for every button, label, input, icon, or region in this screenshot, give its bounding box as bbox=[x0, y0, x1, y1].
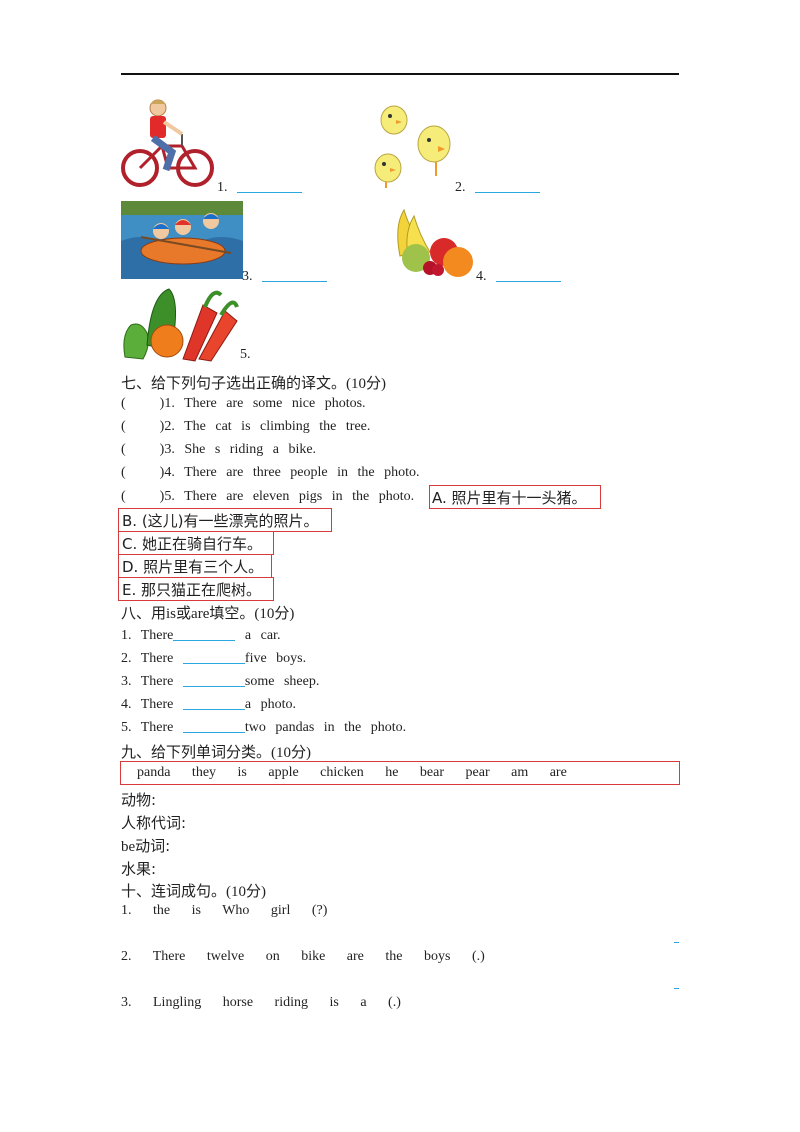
item-prefix: There bbox=[140, 628, 174, 643]
section-9-score: (10分) bbox=[271, 745, 312, 761]
sentence-item-1: 1. the is Who girl (?) bbox=[121, 903, 328, 918]
option-d: D. 照片里有三个人。 bbox=[122, 558, 264, 576]
answer-blank-1[interactable] bbox=[237, 178, 302, 193]
question-7-1: ( )1. There are some nice photos. bbox=[121, 396, 366, 412]
section-8-word-is: is bbox=[166, 606, 177, 622]
fill-blank-1[interactable] bbox=[173, 626, 236, 641]
section-9-title: 九、给下列单词分类。 bbox=[121, 743, 272, 761]
question-7-4: ( )4. There are three people in the photo… bbox=[121, 465, 420, 481]
section-7-heading: 七、给下列句子选出正确的译文。(10分) bbox=[121, 372, 386, 393]
section-8-score: (10分) bbox=[254, 606, 295, 622]
item-suffix: two pandas in the photo. bbox=[244, 720, 407, 735]
category-be-prefix: be bbox=[121, 839, 136, 855]
sentence-item-2: 2. There twelve on bike are the boys (.) bbox=[121, 949, 485, 964]
fill-item-4: 4. There a photo. bbox=[121, 695, 296, 713]
picture-2-number: 2. bbox=[455, 180, 466, 195]
sentence-item-3: 3. Lingling horse riding is a (.) bbox=[121, 995, 401, 1010]
item-suffix: a photo. bbox=[244, 697, 297, 712]
item-suffix: a car. bbox=[244, 628, 281, 643]
item-suffix: five boys. bbox=[244, 651, 307, 666]
section-8-word-or: 或 bbox=[176, 604, 192, 622]
section-7-title: 七、给下列句子选出正确的译文。 bbox=[121, 374, 347, 392]
fill-blank-4[interactable] bbox=[182, 695, 245, 710]
item-number: 1. bbox=[121, 628, 132, 643]
question-text: There are eleven pigs in the photo. bbox=[184, 489, 415, 504]
option-c: C. 她正在骑自行车。 bbox=[122, 535, 263, 553]
option-e-box bbox=[118, 577, 274, 601]
fill-item-5: 5. There two pandas in the photo. bbox=[121, 718, 406, 736]
picture-1-number: 1. bbox=[217, 180, 228, 195]
fill-item-2: 2. There five boys. bbox=[121, 649, 306, 667]
picture-3-number: 3. bbox=[242, 269, 253, 284]
question-7-3: ( )3. She s riding a bike. bbox=[121, 442, 316, 458]
fill-blank-3[interactable] bbox=[182, 672, 245, 687]
item-prefix: There bbox=[140, 697, 174, 712]
section-8-title: 八、用 bbox=[121, 604, 167, 622]
kids-rafting-illustration bbox=[121, 201, 243, 279]
question-text: There are three people in the photo. bbox=[184, 465, 420, 480]
answer-blank-4[interactable] bbox=[496, 267, 561, 282]
word-bank: panda they is apple chicken he bear pear… bbox=[137, 765, 567, 780]
answer-line-mark-1 bbox=[674, 942, 679, 943]
item-number: 2. bbox=[121, 651, 132, 666]
question-number: )3. bbox=[159, 442, 175, 457]
paren-open: ( bbox=[121, 465, 126, 480]
question-text: She s riding a bike. bbox=[184, 442, 317, 457]
question-number: )1. bbox=[159, 396, 175, 411]
question-number: )4. bbox=[159, 465, 175, 480]
option-a: A. 照片里有十一头猪。 bbox=[432, 489, 587, 507]
question-number: )2. bbox=[159, 419, 175, 434]
paren-open: ( bbox=[121, 489, 126, 504]
section-9-heading: 九、给下列单词分类。(10分) bbox=[121, 741, 311, 762]
category-be-label: 动词: bbox=[135, 837, 171, 855]
section-8-title-end: 填空。 bbox=[209, 604, 255, 622]
question-number: )5. bbox=[159, 489, 175, 504]
item-number: 3. bbox=[121, 674, 132, 689]
section-7-score: (10分) bbox=[346, 376, 387, 392]
question-7-5: ( )5. There are eleven pigs in the photo. bbox=[121, 489, 414, 505]
category-animals: 动物: bbox=[121, 791, 157, 809]
paren-open: ( bbox=[121, 442, 126, 457]
fruit-illustration bbox=[397, 208, 473, 277]
option-b: B. (这儿)有一些漂亮的照片。 bbox=[122, 512, 319, 530]
answer-blank-2[interactable] bbox=[475, 178, 540, 193]
fill-item-3: 3. There some sheep. bbox=[121, 672, 319, 690]
answer-line-mark-2 bbox=[674, 988, 679, 989]
answer-blank-3[interactable] bbox=[262, 267, 327, 282]
question-text: The cat is climbing the tree. bbox=[184, 419, 371, 434]
chicks-illustration bbox=[374, 105, 451, 188]
item-prefix: There bbox=[140, 651, 174, 666]
category-pronouns: 人称代词: bbox=[121, 814, 187, 832]
section-8-heading: 八、用is或are填空。(10分) bbox=[121, 602, 294, 623]
paren-open: ( bbox=[121, 396, 126, 411]
word-bank-box bbox=[120, 761, 680, 785]
item-prefix: There bbox=[140, 720, 174, 735]
category-fruit: 水果: bbox=[121, 860, 157, 878]
fill-blank-5[interactable] bbox=[182, 718, 245, 733]
item-number: 4. bbox=[121, 697, 132, 712]
question-7-2: ( )2. The cat is climbing the tree. bbox=[121, 419, 370, 435]
section-10-title: 十、连词成句。 bbox=[121, 882, 227, 900]
boy-riding-bike-illustration bbox=[121, 99, 214, 187]
picture-5-number: 5. bbox=[240, 347, 251, 362]
option-a-box bbox=[429, 485, 601, 509]
question-text: There are some nice photos. bbox=[184, 396, 366, 411]
top-rule bbox=[121, 73, 679, 75]
section-10-score: (10分) bbox=[226, 884, 267, 900]
fill-item-1: 1. There a car. bbox=[121, 626, 280, 644]
item-suffix: some sheep. bbox=[244, 674, 320, 689]
section-8-word-are: are bbox=[191, 606, 210, 622]
option-e: E. 那只猫正在爬树。 bbox=[122, 581, 262, 599]
item-prefix: There bbox=[140, 674, 174, 689]
paren-open: ( bbox=[121, 419, 126, 434]
category-be-verbs: be动词: bbox=[121, 835, 170, 856]
picture-4-number: 4. bbox=[476, 269, 487, 284]
fill-blank-2[interactable] bbox=[182, 649, 245, 664]
section-10-heading: 十、连词成句。(10分) bbox=[121, 880, 266, 901]
vegetables-illustration bbox=[123, 288, 239, 362]
item-number: 5. bbox=[121, 720, 132, 735]
